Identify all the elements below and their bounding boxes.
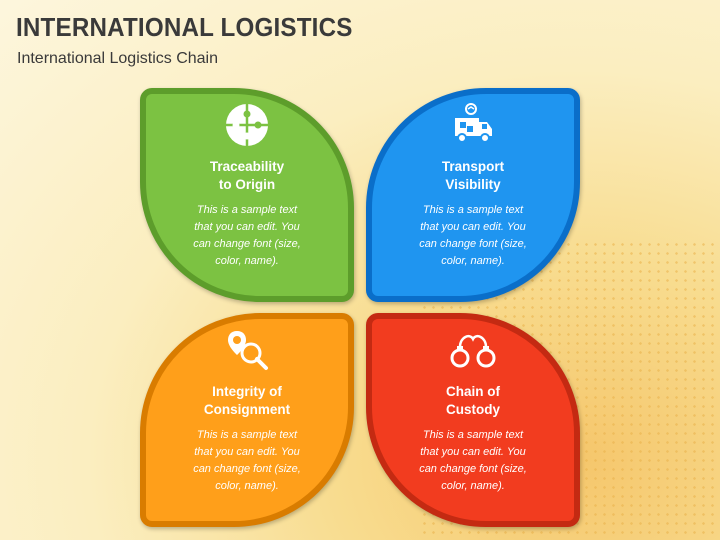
petal-description: This is a sample text that you can edit.… (193, 204, 301, 267)
delivery-truck-icon (455, 103, 492, 143)
page-subtitle: International Logistics Chain (17, 50, 219, 67)
petal-heading: Integrity of Consignment (203, 384, 291, 417)
petal-description: This is a sample text that you can edit.… (193, 429, 301, 492)
petal-chain-of-custody: Chain of Custody This is a sample text t… (366, 313, 580, 527)
puzzle-icon (226, 104, 268, 146)
page-title: INTERNATIONAL LOGISTICS (16, 12, 353, 42)
petal-heading: Traceability to Origin (209, 159, 285, 192)
petal-description: This is a sample text that you can edit.… (419, 204, 527, 267)
petal-transport-visibility: Transport Visibility This is a sample te… (366, 88, 580, 302)
petal-heading: Transport Visibility (441, 159, 505, 192)
petal-integrity-of-consignment: Integrity of Consignment This is a sampl… (140, 313, 354, 527)
location-search-icon (228, 331, 268, 370)
petal-heading: Chain of Custody (446, 384, 500, 417)
petal-description: This is a sample text that you can edit.… (419, 429, 527, 492)
petal-traceability: Traceability to Origin This is a sample … (140, 88, 354, 302)
handcuffs-icon (450, 335, 496, 368)
